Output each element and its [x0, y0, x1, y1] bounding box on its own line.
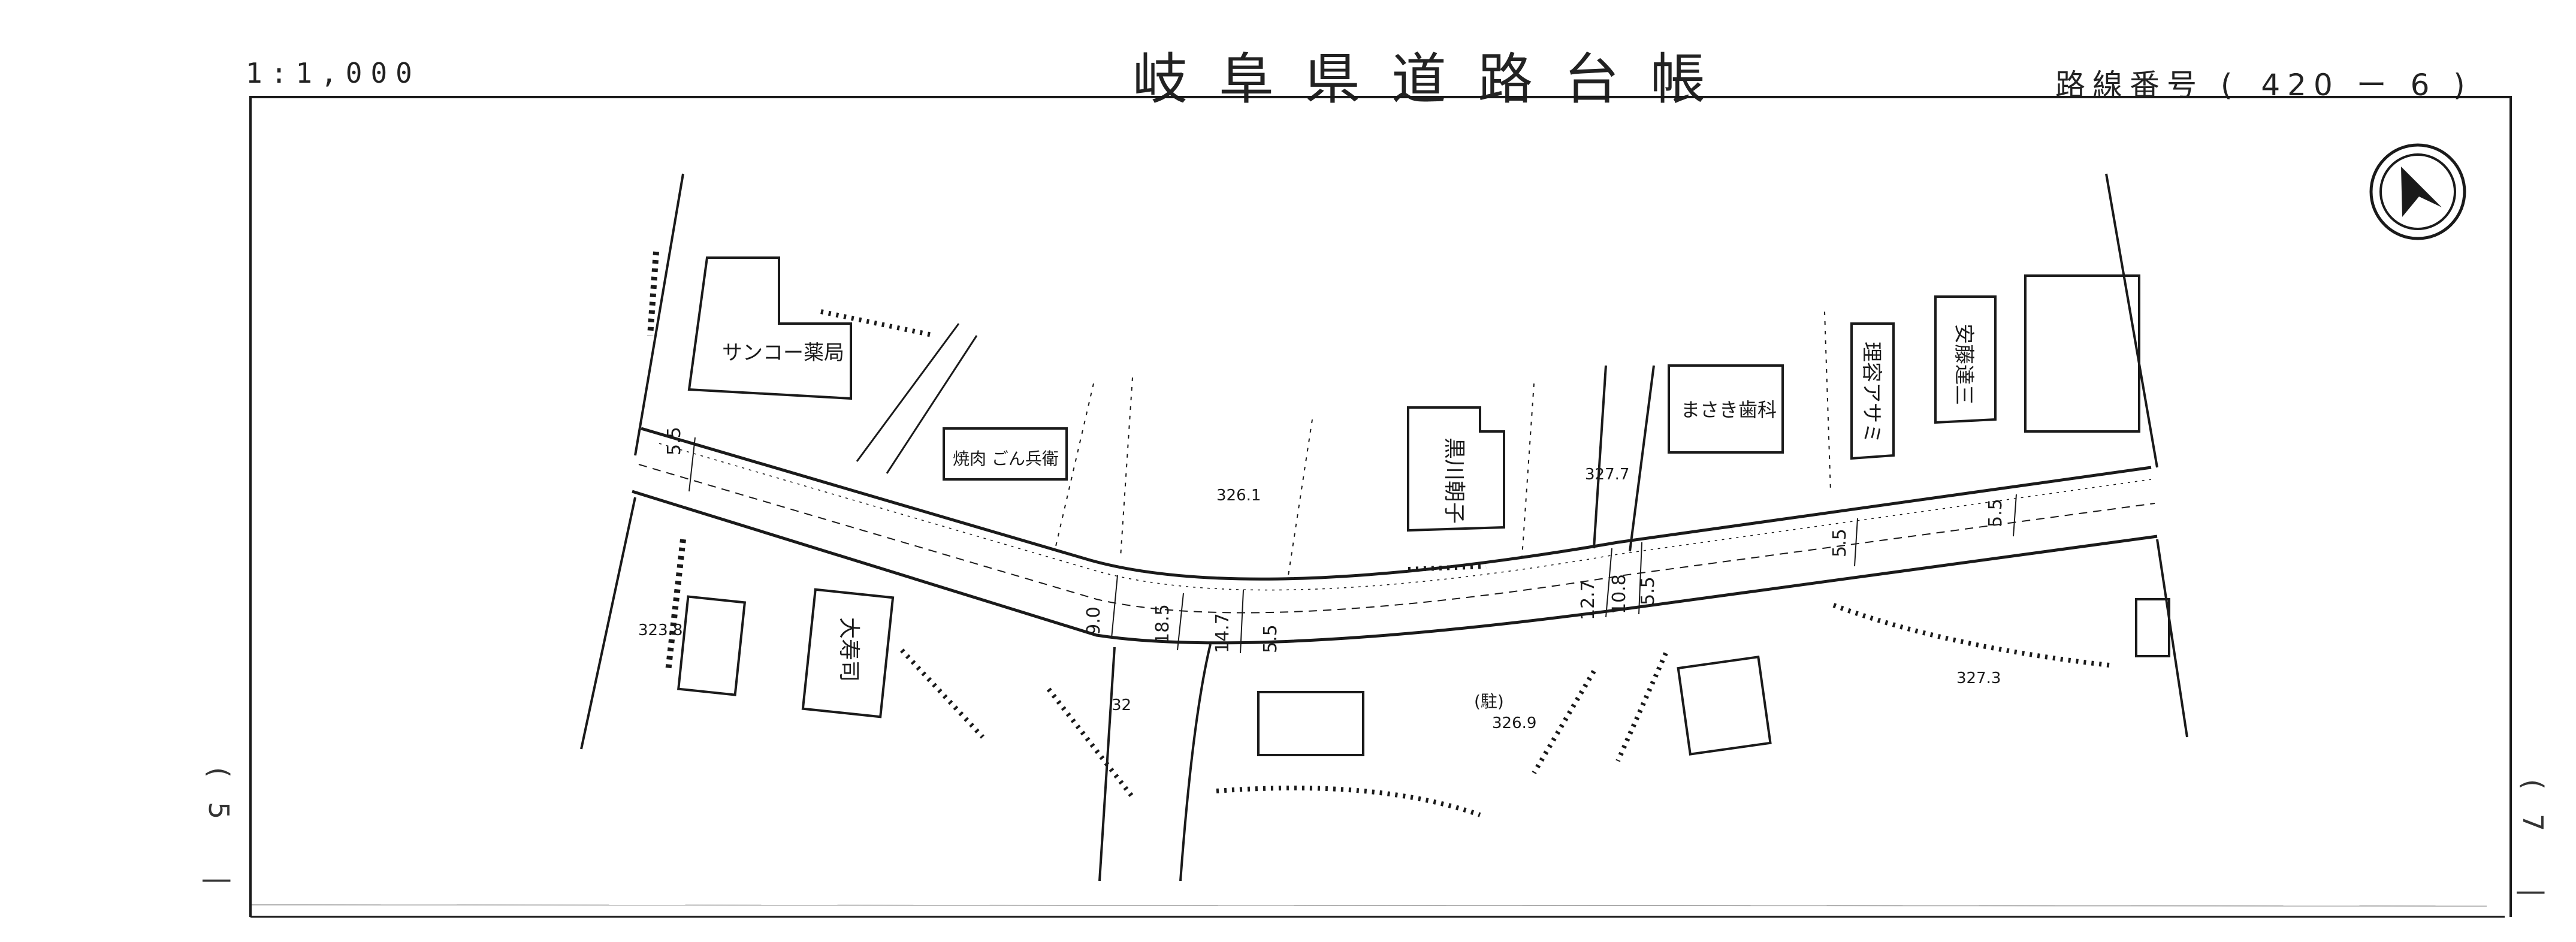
buildings: [677, 256, 2170, 756]
building-small-left: [677, 595, 747, 696]
route-close-paren: ): [2453, 68, 2477, 102]
previous-page-ref: (5 |: [203, 767, 235, 910]
width-label: 5.5: [1260, 624, 1281, 653]
label-parking: (駐): [1474, 692, 1504, 711]
next-page-ref: (7 |: [2517, 779, 2549, 922]
page-title: 岐阜県道路台帳: [1133, 47, 1737, 111]
route-open-paren: (: [2220, 68, 2245, 102]
road-width-dimensions: 5.5 9.0 18.5 14.7 5.5 12.7 10.8 5.5 5.5 …: [664, 427, 2006, 653]
building-small-right: [1677, 655, 1772, 756]
plan-boundary: [580, 173, 2188, 750]
elevation-points: 326.1 327.7 323.8 326.9 327.3 32: [638, 466, 2001, 732]
building-riyou: [1850, 322, 1895, 460]
side-roads: [856, 323, 1655, 881]
width-label: 5.5: [664, 427, 685, 455]
building-yakiniku: [943, 427, 1068, 481]
building-edge-right: [2135, 598, 2170, 657]
dimension-lines: [688, 437, 2017, 654]
label-riyou: 理容アサミ: [1859, 342, 1883, 443]
elevation-label: 327.3: [1956, 669, 2001, 687]
width-label: 12.7: [1578, 580, 1599, 620]
width-label: 5.5: [1829, 529, 1850, 557]
width-label: 14.7: [1212, 613, 1233, 653]
slope-hatching: [820, 309, 2110, 817]
building-sanko: [687, 256, 852, 400]
north-arrow-icon: [2369, 143, 2466, 240]
building-masaki: [1668, 364, 1784, 454]
label-ando: 安藤達三: [1952, 324, 1976, 405]
width-label: 10.8: [1609, 574, 1630, 614]
label-daijusushi: 大寿司: [836, 617, 861, 682]
elevation-label: 326.9: [1492, 714, 1536, 732]
building-ando: [1934, 295, 1997, 424]
building-corner: [2024, 274, 2140, 433]
map-scale: 1:1,000: [246, 57, 421, 89]
width-label: 5.5: [1638, 576, 1659, 605]
elevation-label: 326.1: [1216, 487, 1261, 505]
elevation-label: 323.8: [638, 621, 682, 639]
building-kurokawa: [1407, 406, 1505, 532]
width-label: 5.5: [1985, 499, 2006, 527]
map-frame: [249, 96, 2512, 918]
building-labels: サンコー薬局 焼肉 ごん兵衛 大寿司 黒川朝子 まさき歯科 理容アサミ 安藤達三…: [722, 324, 1976, 711]
width-label: 9.0: [1083, 606, 1104, 635]
width-label: 18.5: [1152, 604, 1173, 644]
building-daijusushi: [801, 588, 895, 718]
main-road: [632, 427, 2158, 645]
elevation-label: 327.7: [1585, 466, 1629, 484]
label-sanko: サンコー薬局: [722, 341, 844, 365]
label-kurokawa: 黒川朝子: [1442, 437, 1466, 524]
label-masaki: まさき歯科: [1681, 398, 1777, 421]
building-parking-lot: [1257, 691, 1364, 756]
label-yakiniku: 焼肉 ごん兵衛: [953, 449, 1059, 469]
property-lines: [1054, 311, 1831, 576]
elevation-label: 32: [1112, 696, 1131, 714]
